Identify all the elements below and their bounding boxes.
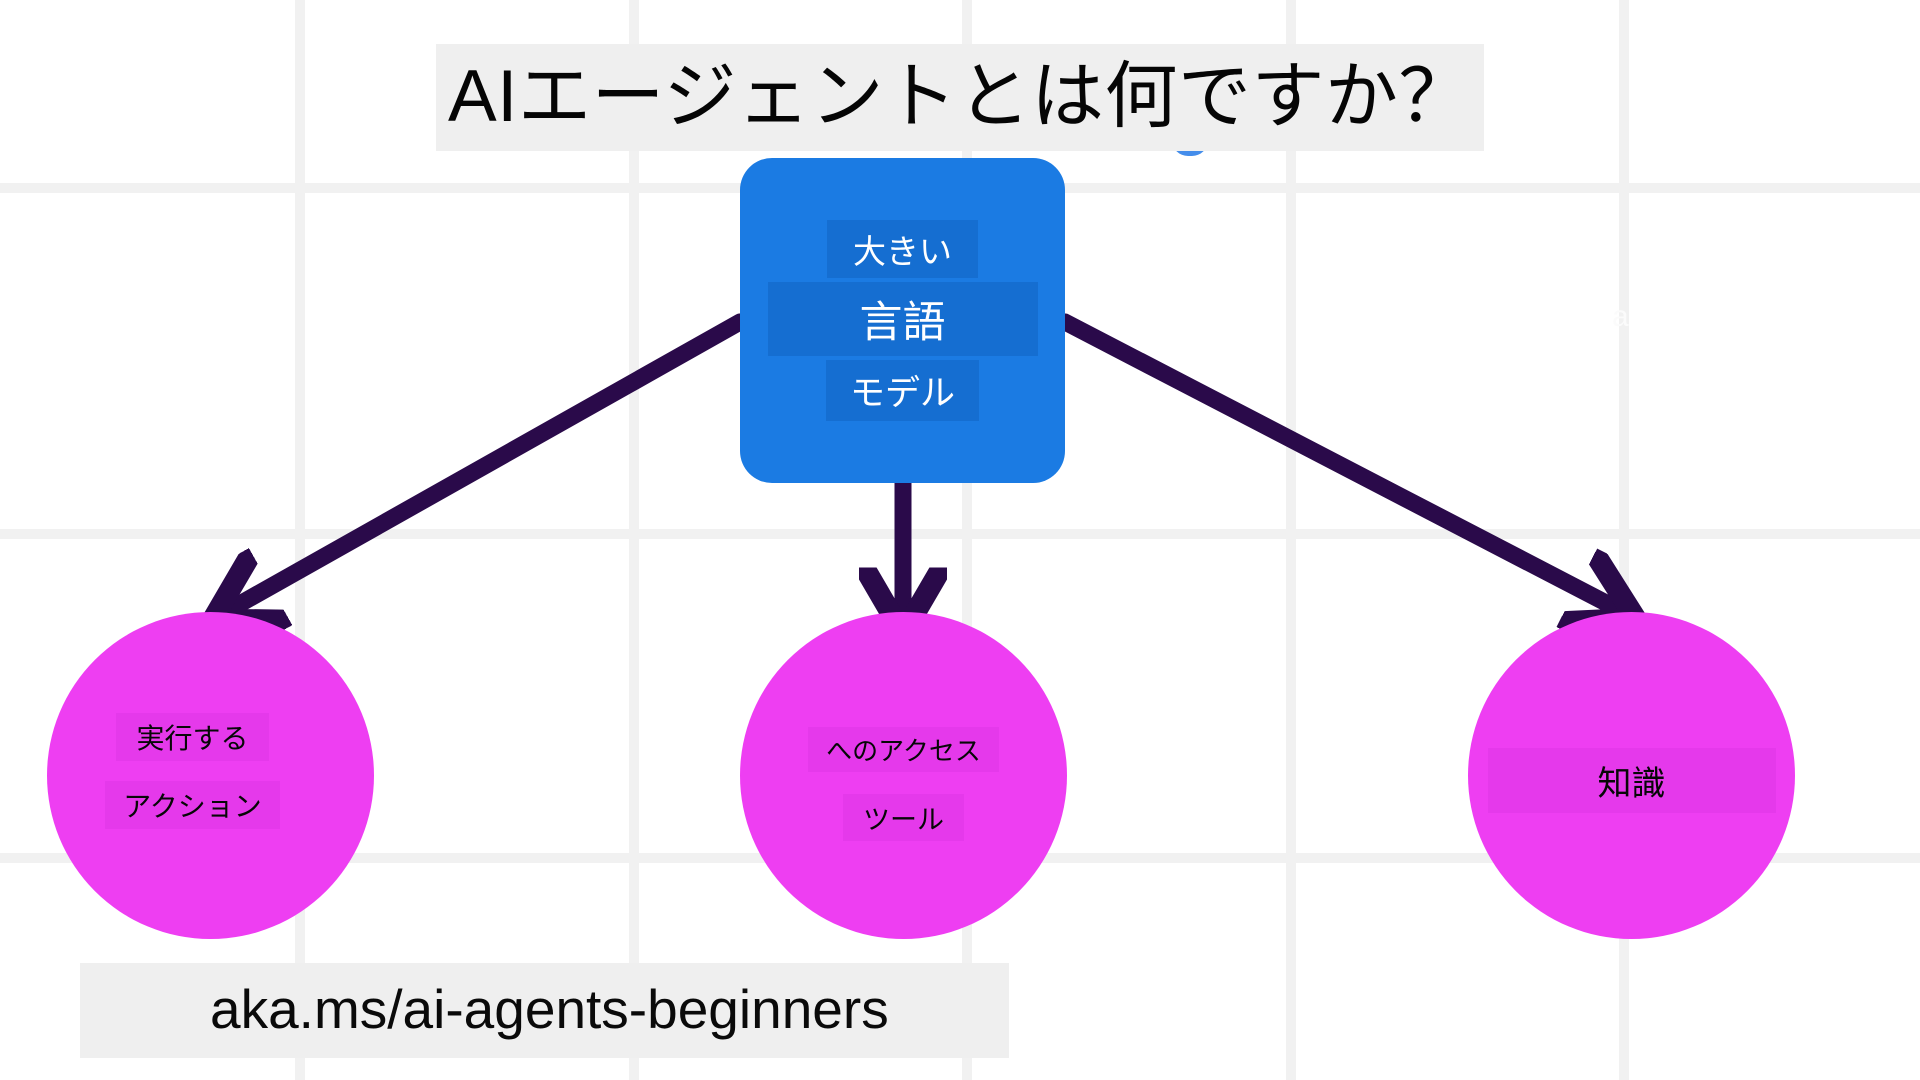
page-title-text: AIエージェントとは何ですか？ <box>435 44 1484 152</box>
node-actions-line-1: 実行する <box>116 712 269 761</box>
arrow-llm-to-actions <box>238 313 749 605</box>
node-actions-line-2: アクション <box>105 780 280 829</box>
arrow-llm-to-knowledge <box>1056 313 1610 605</box>
node-tools-labels: へのアクセス ツール <box>808 726 999 841</box>
node-knowledge-line-1: 知識 <box>1487 748 1776 813</box>
node-large-language-model[interactable]: 大きい 言語 モデル <box>740 158 1065 483</box>
footer: aka.ms/ai-agents-beginners <box>80 963 1009 1058</box>
node-knowledge[interactable]: 知識 <box>1468 612 1795 939</box>
node-tools-line-2: ツール <box>842 793 964 841</box>
llm-label-line-2: 言語 <box>767 282 1038 356</box>
llm-label-line-3: モデル <box>825 360 979 421</box>
node-tools-line-1: へのアクセス <box>808 726 999 772</box>
llm-label-line-1: 大きい <box>827 220 978 278</box>
node-actions[interactable]: 実行する アクション <box>47 612 374 939</box>
node-tools[interactable]: へのアクセス ツール <box>740 612 1067 939</box>
node-knowledge-labels: 知識 <box>1487 748 1776 813</box>
page-title: AIエージェントとは何ですか？ <box>0 44 1920 152</box>
footer-url-text[interactable]: aka.ms/ai-agents-beginners <box>80 963 1009 1058</box>
node-actions-labels: 実行する アクション <box>105 712 280 829</box>
